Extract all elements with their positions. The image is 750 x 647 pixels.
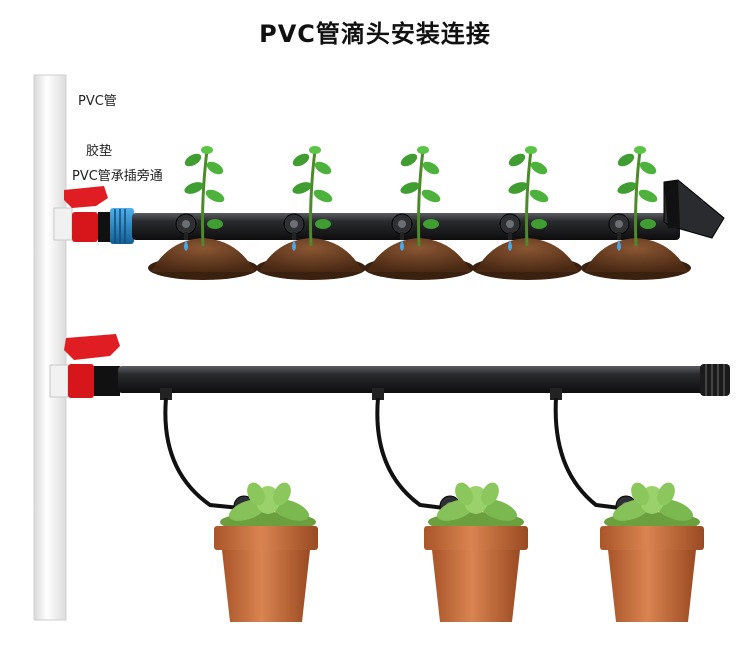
clay-pot-icon [600,526,704,622]
plant-icon [184,146,225,247]
plant-unit-1 [148,146,258,280]
plant-unit-4 [472,146,582,280]
end-plug-icon [700,364,730,396]
pot-unit-2 [372,388,528,622]
pot-unit-3 [550,388,704,622]
pvc-main-pipe [33,74,67,621]
plant-unit-2 [256,146,366,280]
label-bypass: PVC管承插旁通 [72,169,163,184]
page-title: PVC管滴头安装连接 [259,20,491,48]
ball-valve-icon [49,334,120,398]
drip-emitter-icon [391,213,413,251]
plant-icon [400,146,441,247]
clay-pot-icon [214,526,318,622]
drip-emitter-icon [175,213,197,251]
label-gasket: 胶垫 [86,144,113,159]
bypass-coupler-icon [110,208,134,244]
end-plug-icon [663,179,725,239]
drip-emitter-icon [499,213,521,251]
pot-unit-1 [160,388,318,622]
ball-valve-icon [53,186,112,242]
plant-unit-5 [581,146,691,280]
drip-emitter-icon [283,213,305,251]
upper-drip-line [53,146,725,280]
plant-icon [292,146,333,247]
plant-unit-3 [364,146,474,280]
clay-pot-icon [424,526,528,622]
plant-icon [617,146,658,247]
drip-emitter-icon [608,213,630,251]
lower-drip-line [49,334,730,622]
plant-icon [508,146,549,247]
label-pvc-pipe: PVC管 [78,94,117,109]
